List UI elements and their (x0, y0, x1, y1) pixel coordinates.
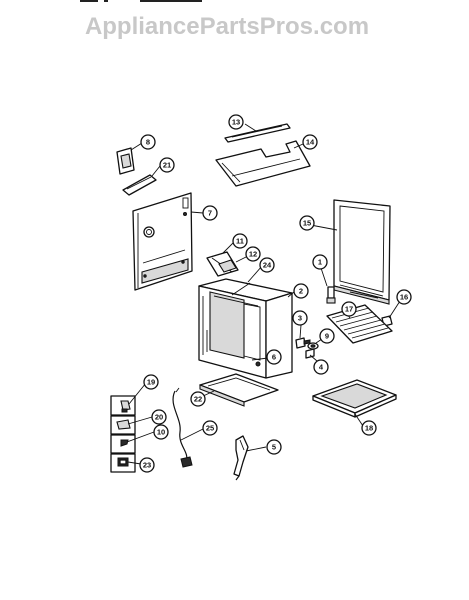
part-trim-strip (224, 123, 291, 143)
callout-4: 4 (313, 359, 329, 375)
svg-text:25: 25 (206, 424, 214, 433)
part-ignition-stack (110, 395, 136, 473)
svg-text:23: 23 (143, 461, 151, 470)
svg-text:7: 7 (208, 209, 212, 218)
svg-text:20: 20 (155, 413, 163, 422)
svg-text:6: 6 (272, 353, 276, 362)
svg-text:1: 1 (318, 258, 322, 267)
callout-14: 14 (302, 134, 318, 150)
callout-24: 24 (259, 257, 275, 273)
part-sensor (233, 435, 249, 481)
part-top-panel (215, 140, 311, 187)
svg-text:21: 21 (163, 161, 171, 170)
callout-8: 8 (140, 134, 156, 150)
callout-16: 16 (396, 289, 412, 305)
svg-text:16: 16 (400, 293, 408, 302)
callout-11: 11 (232, 233, 248, 249)
svg-text:9: 9 (325, 332, 329, 341)
callout-20: 20 (151, 409, 167, 425)
svg-text:14: 14 (306, 138, 315, 147)
svg-text:11: 11 (236, 237, 244, 246)
svg-text:15: 15 (303, 219, 311, 228)
part-oven-rack (326, 304, 393, 344)
callout-23: 23 (139, 457, 155, 473)
part-bezel (116, 147, 135, 175)
svg-text:5: 5 (272, 443, 276, 452)
part-fitting-9 (307, 342, 319, 350)
svg-text:13: 13 (232, 118, 240, 127)
part-control-panel (132, 192, 193, 291)
svg-text:4: 4 (319, 363, 324, 372)
part-bottom-pan (199, 373, 279, 407)
callout-7: 7 (202, 205, 218, 221)
svg-text:8: 8 (146, 138, 150, 147)
svg-text:3: 3 (298, 314, 302, 323)
callout-21: 21 (159, 157, 175, 173)
callout-22: 22 (190, 391, 206, 407)
svg-text:18: 18 (365, 424, 373, 433)
leader-lines (126, 123, 401, 465)
callout-18: 18 (361, 420, 377, 436)
top-edge-marks (80, 0, 202, 2)
callout-1: 1 (312, 254, 328, 270)
part-hinge-pin (326, 286, 336, 304)
callout-6: 6 (266, 349, 282, 365)
watermark-text: AppliancePartsPros.com (85, 13, 369, 40)
callout-5: 5 (266, 439, 282, 455)
svg-text:10: 10 (157, 428, 165, 437)
callout-17: 17 (341, 301, 357, 317)
svg-text:19: 19 (147, 378, 155, 387)
callout-10: 10 (153, 424, 169, 440)
callout-2: 2 (293, 283, 309, 299)
part-burner-box (206, 251, 239, 277)
callout-25: 25 (202, 420, 218, 436)
part-wire-harness (172, 387, 193, 468)
svg-text:12: 12 (249, 250, 257, 259)
callout-9: 9 (319, 328, 335, 344)
callout-3: 3 (292, 310, 308, 326)
part-oven-door (333, 199, 391, 305)
svg-text:2: 2 (299, 287, 303, 296)
part-broiler-pan (312, 379, 397, 418)
callout-19: 19 (143, 374, 159, 390)
part-fitting-4 (305, 348, 315, 359)
part-glass-strip (122, 174, 157, 196)
callout-13: 13 (228, 114, 244, 130)
svg-text:22: 22 (194, 395, 202, 404)
svg-text:17: 17 (345, 305, 353, 314)
callout-12: 12 (245, 246, 261, 262)
svg-text:24: 24 (263, 261, 272, 270)
callout-15: 15 (299, 215, 315, 231)
